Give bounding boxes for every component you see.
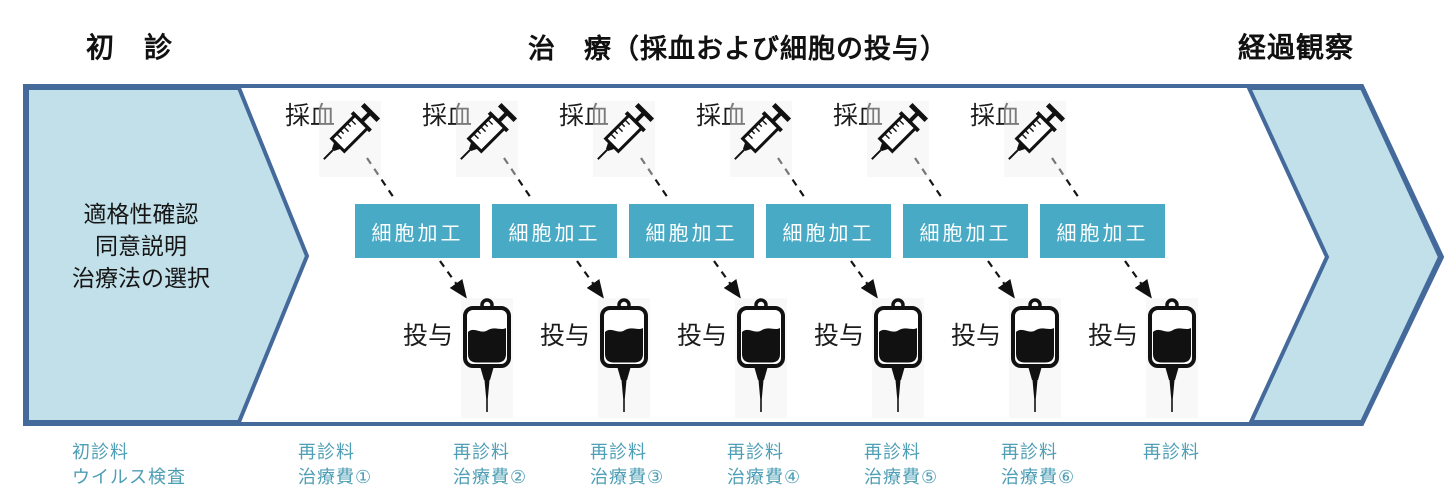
iv-bag-icon [1009, 298, 1061, 418]
syringe-icon [319, 101, 381, 177]
cell-processing-box: 細胞加工 [1040, 204, 1165, 258]
cost-label-cycle-3: 再診料 治療費③ [590, 440, 664, 490]
blood-draw-label: 採血 [970, 101, 1021, 130]
cell-processing-box: 細胞加工 [355, 204, 480, 258]
cost-line: 治療費⑥ [1001, 467, 1076, 488]
cost-line: 治療費③ [590, 467, 665, 488]
cost-label-followup: 再診料 [1143, 440, 1200, 465]
blood-draw-label: 採血 [559, 101, 610, 130]
iv-bag-icon [461, 298, 513, 418]
infusion-label: 投与 [677, 321, 728, 350]
stage-line: 適格性確認 [83, 202, 199, 228]
cost-line: 再診料 [1001, 442, 1058, 463]
arrow-blood-to-processing [914, 157, 945, 202]
blood-draw-label: 採血 [833, 101, 884, 130]
cost-label-first-visit: 初診料 ウイルス検査 [72, 440, 186, 490]
iv-bag-icon [735, 298, 787, 418]
first-visit-header: 初 診 [86, 31, 174, 64]
cost-label-cycle-6: 再診料 治療費⑥ [1001, 440, 1075, 490]
treatment-header: 治 療（採血および細胞の投与） [528, 34, 948, 65]
cost-line: 再診料 [453, 442, 510, 463]
arrow-blood-to-processing [640, 157, 671, 202]
cell-processing-box: 細胞加工 [629, 204, 754, 258]
cost-line: 治療費② [453, 467, 528, 488]
cell-processing-box: 細胞加工 [903, 204, 1028, 258]
followup-chevron-shape [1245, 86, 1443, 424]
infusion-label: 投与 [814, 321, 865, 350]
first-visit-arrow-shape [25, 86, 310, 424]
cost-line: 再診料 [1143, 442, 1200, 463]
cost-line: 再診料 [590, 442, 647, 463]
syringe-icon [593, 101, 655, 177]
cost-line: 再診料 [727, 442, 784, 463]
cost-line: ウイルス検査 [72, 467, 186, 488]
cost-line: 再診料 [864, 442, 921, 463]
iv-bag-icon [872, 298, 924, 418]
followup-header: 経過観察 [1238, 31, 1355, 64]
infusion-label: 投与 [1088, 321, 1139, 350]
cost-label-cycle-2: 再診料 治療費② [453, 440, 527, 490]
arrow-blood-to-processing [1051, 157, 1082, 202]
arrow-blood-to-processing [503, 157, 534, 202]
cycle-arrows [366, 157, 1152, 299]
cost-line: 治療費⑤ [864, 467, 939, 488]
blood-draw-label: 採血 [696, 101, 747, 130]
cost-line: 初診料 [72, 442, 129, 463]
blood-draw-label: 採血 [285, 101, 336, 130]
stage-line: 同意説明 [95, 234, 187, 260]
syringe-icon [867, 101, 929, 177]
cost-line: 治療費④ [727, 467, 802, 488]
syringe-icon [456, 101, 518, 177]
infusion-label: 投与 [403, 321, 454, 350]
infusion-label: 投与 [540, 321, 591, 350]
iv-bag-icon [1146, 298, 1198, 418]
cell-processing-box: 細胞加工 [492, 204, 617, 258]
cell-processing-box: 細胞加工 [766, 204, 891, 258]
arrow-blood-to-processing [366, 157, 397, 202]
cost-label-cycle-5: 再診料 治療費⑤ [864, 440, 938, 490]
first-visit-stage-text: 適格性確認 同意説明 治療法の選択 [38, 199, 244, 295]
cost-label-cycle-1: 再診料 治療費① [298, 440, 372, 490]
syringe-icon [730, 101, 792, 177]
cost-line: 治療費① [298, 467, 373, 488]
syringe-icon [1004, 101, 1066, 177]
iv-bag-icon [598, 298, 650, 418]
infusion-label: 投与 [951, 321, 1002, 350]
cost-line: 再診料 [298, 442, 355, 463]
stage-line: 治療法の選択 [72, 266, 210, 292]
blood-draw-label: 採血 [422, 101, 473, 130]
arrow-blood-to-processing [777, 157, 808, 202]
cost-label-cycle-4: 再診料 治療費④ [727, 440, 801, 490]
